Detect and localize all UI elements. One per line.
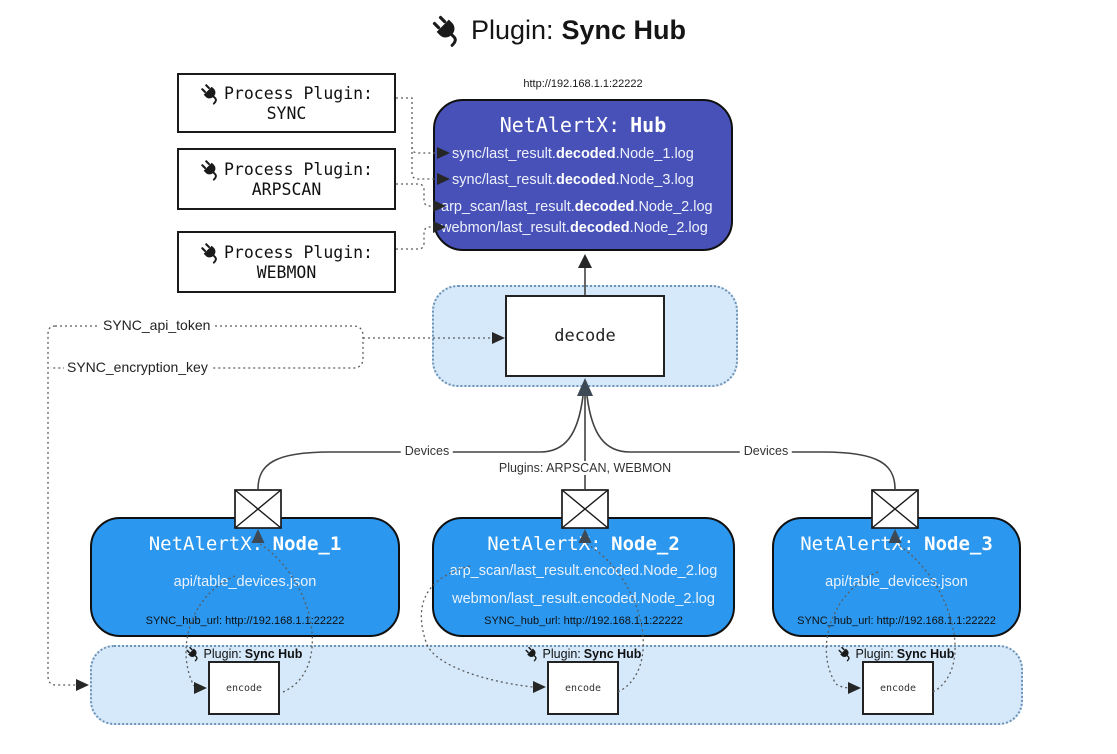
hub-log-line: sync/last_result.decoded.Node_1.log: [452, 146, 694, 162]
arrowhead-into-encode-strip: [76, 679, 89, 691]
wire-arpscan-to-hub: [396, 183, 433, 207]
node-line: api/table_devices.json: [825, 574, 968, 590]
plug-icon: [196, 238, 226, 268]
wire-secrets-left-drop: [47, 325, 76, 686]
page-title-prefix: Plugin:: [470, 14, 554, 45]
process-plugin-box-webmon: Process Plugin: WEBMON: [177, 231, 396, 293]
hub-url-label: http://192.168.1.1:22222: [523, 78, 643, 90]
node-hub-url: SYNC_hub_url: http://192.168.1.1:22222: [797, 615, 996, 627]
node-box-2: NetAlertX:Node_2 arp_scan/last_result.en…: [432, 517, 735, 637]
hub-title-prefix: NetAlertX:: [499, 113, 621, 137]
node-title: NetAlertX:Node_2: [487, 533, 680, 555]
process-plugin-name: ARPSCAN: [251, 180, 322, 199]
node-line: webmon/last_result.encoded.Node_2.log: [452, 591, 715, 607]
wire-sync-to-hub: [396, 97, 436, 180]
node-hub-url: SYNC_hub_url: http://192.168.1.1:22222: [145, 615, 345, 627]
sync-encryption-key-label: SYNC_encryption_key: [64, 359, 211, 375]
process-plugin-box-sync: Process Plugin: SYNC: [177, 73, 396, 133]
encoder-plugin-label-1: Plugin: Sync Hub: [186, 646, 302, 661]
wire-node1-to-decode: [257, 395, 584, 490]
process-plugin-name: SYNC: [266, 104, 307, 123]
wire-node3-to-decode: [586, 395, 896, 490]
process-plugin-label: Process Plugin:: [223, 160, 373, 179]
process-plugin-name: WEBMON: [256, 263, 317, 282]
node-line: arp_scan/last_result.encoded.Node_2.log: [449, 563, 718, 579]
encoder-plugin-label-3: Plugin: Sync Hub: [838, 646, 954, 661]
hub-title-name: Hub: [630, 113, 667, 137]
node-title: NetAlertX:Node_1: [148, 533, 342, 555]
plug-icon: [196, 79, 226, 109]
sync-api-token-label: SYNC_api_token: [100, 317, 214, 333]
arrowhead-decode-to-hub: [578, 254, 592, 268]
encoder-plugin-label-2: Plugin: Sync Hub: [525, 646, 641, 661]
wire-webmon-to-hub: [396, 226, 433, 250]
plug-icon: [834, 643, 855, 664]
node-hub-url: SYNC_hub_url: http://192.168.1.1:22222: [484, 615, 683, 627]
node-title: NetAlertX:Node_3: [800, 533, 993, 555]
plugins-label-center: Plugins: ARPSCAN, WEBMON: [494, 461, 676, 475]
process-plugin-box-arpscan: Process Plugin: ARPSCAN: [177, 148, 396, 210]
node-box-3: NetAlertX:Node_3 api/table_devices.json …: [772, 517, 1021, 637]
devices-label-right: Devices: [739, 444, 793, 458]
encode-box-3: encode: [862, 661, 934, 715]
process-plugin-label: Process Plugin:: [223, 243, 373, 262]
hub-box: NetAlertX: Hub sync/last_result.decoded.N…: [433, 99, 733, 251]
plug-icon: [182, 643, 203, 664]
plug-icon: [196, 155, 226, 185]
hub-title: NetAlertX: Hub: [435, 113, 731, 137]
page-title-name: Sync Hub: [561, 14, 687, 45]
hub-log-line: webmon/last_result.decoded.Node_2.log: [441, 220, 708, 236]
node-box-1: NetAlertX:Node_1 api/table_devices.json …: [90, 517, 400, 637]
process-plugin-label: Process Plugin:: [223, 84, 373, 103]
node-line: api/table_devices.json: [173, 574, 317, 590]
plug-icon: [424, 7, 469, 52]
plug-icon: [521, 643, 542, 664]
encode-box-2: encode: [547, 661, 619, 715]
hub-log-line: sync/last_result.decoded.Node_3.log: [452, 172, 694, 188]
devices-label-left: Devices: [400, 444, 454, 458]
page-title: Plugin: Sync Hub: [0, 14, 1117, 46]
encode-box-1: encode: [208, 661, 280, 715]
hub-log-line: arp_scan/last_result.decoded.Node_2.log: [441, 199, 713, 215]
decode-box: decode: [505, 295, 665, 377]
